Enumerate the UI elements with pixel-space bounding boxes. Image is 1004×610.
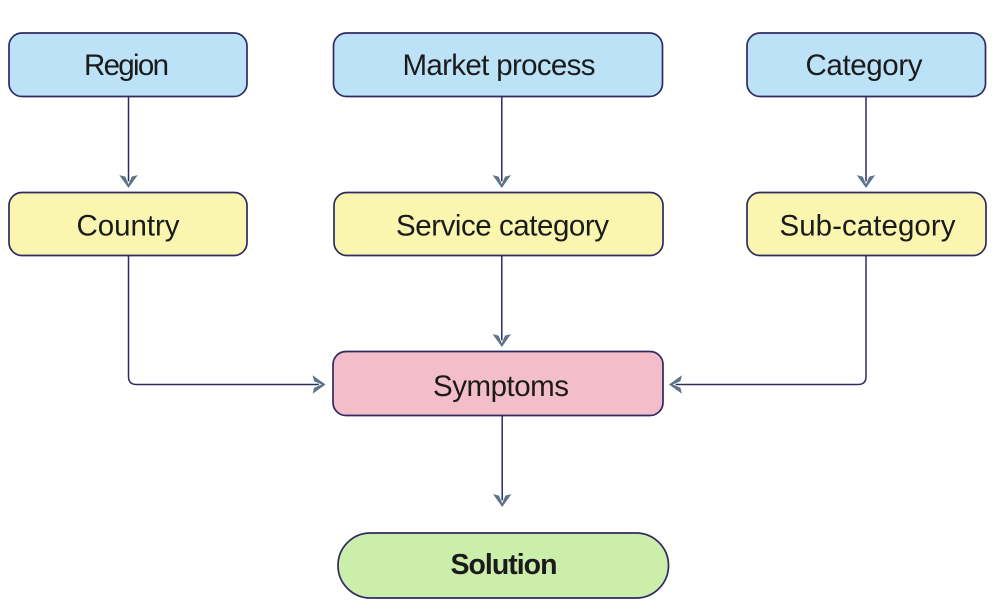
svg-text:Solution: Solution	[451, 549, 558, 581]
svg-text:Country: Country	[77, 209, 180, 242]
svg-text:Symptoms: Symptoms	[433, 370, 569, 403]
svg-text:Sub-category: Sub-category	[780, 209, 956, 242]
svg-text:Category: Category	[806, 49, 923, 82]
svg-text:Market process: Market process	[403, 49, 596, 82]
svg-text:Region: Region	[84, 49, 169, 82]
svg-text:Service category: Service category	[396, 209, 609, 242]
